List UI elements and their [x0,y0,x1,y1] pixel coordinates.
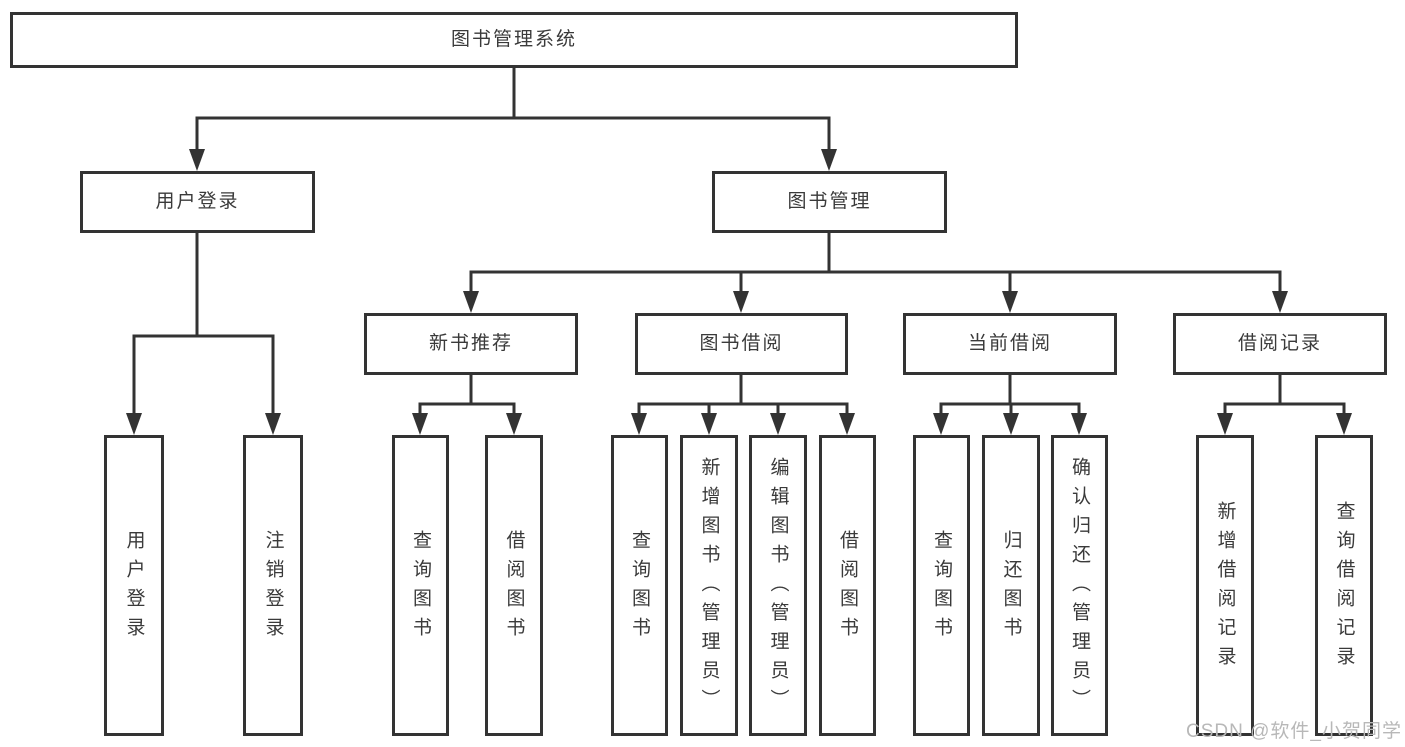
leaf-user-login: 用户登录 [104,435,164,736]
leaf-edit-books-admin: 编辑图书（管理员） [749,435,807,736]
leaf-borrow-books-recommend: 借阅图书 [485,435,543,736]
watermark: CSDN @软件_小贺同学 [1186,721,1402,742]
leaf-add-books-admin: 新增图书（管理员） [680,435,738,736]
leaf-add-borrow-record: 新增借阅记录 [1196,435,1254,736]
node-user-login: 用户登录 [80,171,315,233]
node-current-borrowing: 当前借阅 [903,313,1117,375]
node-borrowing-records: 借阅记录 [1173,313,1387,375]
node-book-borrowing: 图书借阅 [635,313,848,375]
leaf-query-borrow-record: 查询借阅记录 [1315,435,1373,736]
leaf-query-books-current: 查询图书 [913,435,970,736]
leaf-return-books: 归还图书 [982,435,1040,736]
node-new-book-recommend: 新书推荐 [364,313,578,375]
leaf-borrow-books-borrowing: 借阅图书 [819,435,876,736]
node-library-system: 图书管理系统 [10,12,1018,68]
leaf-query-books-borrowing: 查询图书 [611,435,668,736]
leaf-confirm-return-admin: 确认归还（管理员） [1051,435,1108,736]
leaf-logout-login: 注销登录 [243,435,303,736]
node-book-management: 图书管理 [712,171,947,233]
leaf-query-books-recommend: 查询图书 [392,435,449,736]
